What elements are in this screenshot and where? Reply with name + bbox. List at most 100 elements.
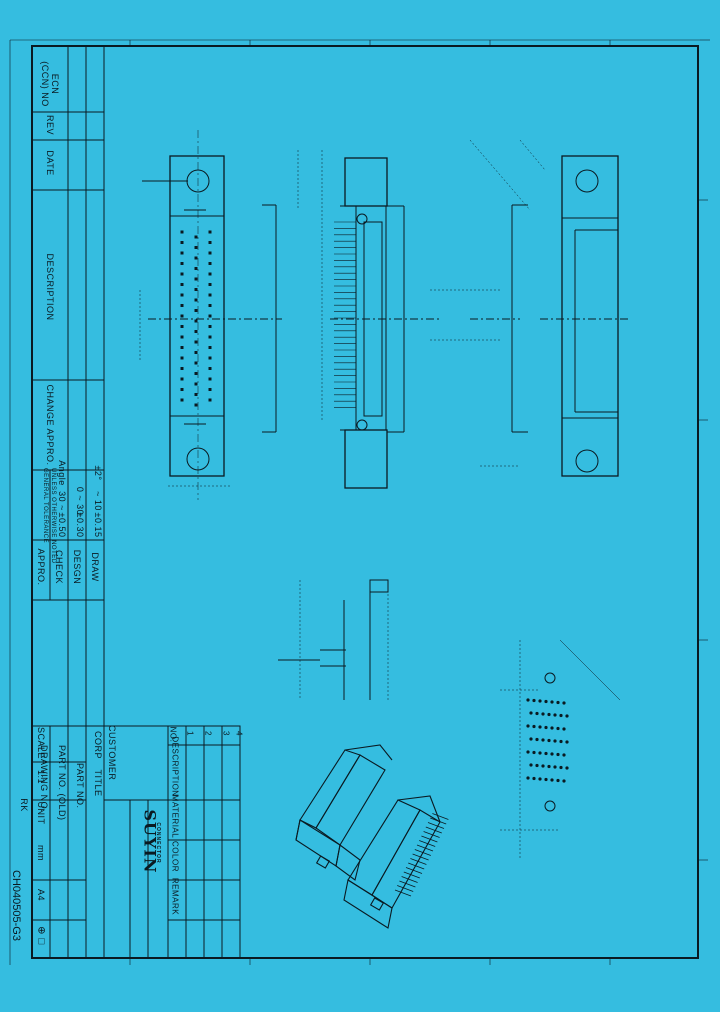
pcb-hole bbox=[559, 713, 563, 718]
pin-dot bbox=[208, 367, 212, 370]
front-view bbox=[142, 130, 282, 500]
pcb-hole bbox=[565, 714, 569, 718]
tol-row1-value: ±0.50 bbox=[57, 512, 67, 538]
bom-row-no: 2 bbox=[203, 731, 213, 736]
pcb-hole bbox=[544, 725, 548, 730]
tol-row2-value: ±0.30 bbox=[75, 512, 85, 538]
iso-terminal bbox=[405, 867, 423, 874]
pin-dot bbox=[194, 351, 198, 354]
pcb-hole bbox=[529, 737, 533, 741]
pin-dot bbox=[180, 230, 184, 234]
pcb-hole bbox=[544, 699, 548, 704]
pin-dot bbox=[208, 251, 212, 255]
detail-view bbox=[278, 579, 389, 700]
iso-terminal bbox=[408, 862, 425, 870]
pin-dot bbox=[208, 272, 212, 276]
pcb-hole bbox=[538, 699, 542, 703]
pin-dot bbox=[194, 288, 198, 291]
pcb-hole bbox=[541, 764, 545, 768]
pcb-hole bbox=[538, 751, 542, 755]
pcb-hole bbox=[538, 777, 542, 781]
pcb-hole bbox=[559, 739, 563, 744]
pin-dot bbox=[208, 398, 212, 402]
drawing-code: CH040505-G3 bbox=[10, 870, 22, 941]
pcb-hole bbox=[550, 700, 554, 704]
pin-dot bbox=[194, 393, 198, 396]
isometric-terminals bbox=[394, 813, 449, 897]
unit-label: UNIT bbox=[36, 801, 46, 825]
pcb-hole bbox=[553, 713, 557, 717]
pin-dot bbox=[194, 298, 198, 302]
pcb-hole bbox=[553, 739, 557, 743]
pin-dot bbox=[194, 277, 198, 281]
pcb-hole bbox=[553, 765, 557, 769]
bom-row-no: 1 bbox=[185, 731, 195, 736]
pin-dot bbox=[180, 304, 184, 307]
pcb-hole bbox=[532, 698, 536, 703]
iso-terminal bbox=[399, 880, 416, 888]
iso-terminal bbox=[416, 844, 434, 852]
pcb-hole bbox=[565, 740, 569, 744]
pin-dot bbox=[180, 388, 184, 391]
bottom-title-block bbox=[31, 725, 169, 959]
pcb-hole bbox=[532, 776, 536, 781]
pcb-hole bbox=[547, 738, 551, 743]
pcb-hole bbox=[532, 750, 536, 755]
drawing-no-value: RK bbox=[19, 798, 29, 812]
pcb-hole-pattern bbox=[526, 698, 569, 783]
brand-sub: CONNECTOR bbox=[155, 822, 161, 864]
pcb-hole bbox=[529, 711, 533, 715]
side-view-terminals bbox=[334, 221, 356, 408]
pin-dot bbox=[180, 325, 184, 328]
projection-symbol-icon: ⊕ □ bbox=[35, 926, 47, 945]
pin-dot bbox=[180, 356, 184, 360]
pcb-layout bbox=[500, 639, 621, 860]
bom-header-color: COLOR bbox=[170, 841, 180, 872]
pcb-hole bbox=[562, 753, 566, 757]
ecn-label: ECN (CCN) NO bbox=[40, 61, 60, 107]
bom-header-remark: REMARK bbox=[170, 877, 180, 916]
pin-dot bbox=[194, 235, 198, 239]
pcb-hole bbox=[544, 751, 548, 756]
iso-terminal bbox=[414, 849, 431, 856]
pin-dot bbox=[208, 335, 212, 339]
pin-dot bbox=[208, 356, 212, 360]
pcb-hole bbox=[526, 724, 530, 728]
pcb-hole bbox=[550, 778, 554, 782]
pin-dot bbox=[208, 241, 212, 244]
pcb-hole bbox=[535, 737, 539, 742]
iso-terminal bbox=[397, 885, 414, 892]
pcb-hole bbox=[556, 778, 560, 783]
pcb-hole bbox=[535, 763, 539, 768]
pin-dot bbox=[194, 267, 198, 270]
date-label: DATE bbox=[45, 150, 55, 176]
iso-terminal bbox=[401, 876, 418, 883]
pin-dot bbox=[180, 346, 184, 349]
pcb-hole bbox=[541, 712, 545, 716]
pcb-hole bbox=[562, 727, 566, 731]
pcb-hole bbox=[526, 698, 530, 702]
pcb-hole bbox=[532, 724, 536, 729]
rear-view bbox=[540, 155, 630, 477]
pcb-hole bbox=[544, 777, 548, 782]
pcb-hole bbox=[556, 726, 560, 731]
pcb-hole bbox=[535, 711, 539, 716]
check-label: CHECK bbox=[54, 549, 64, 584]
pcb-hole bbox=[529, 763, 533, 767]
pcb-hole bbox=[547, 764, 551, 769]
iso-terminal bbox=[421, 835, 438, 843]
pin-dot bbox=[208, 346, 212, 349]
pin-dot bbox=[180, 335, 184, 339]
pin-dot bbox=[194, 309, 198, 312]
part-no-label: PART NO. bbox=[75, 763, 85, 809]
left-title-columns bbox=[32, 46, 105, 727]
isometric-view-2 bbox=[343, 795, 441, 929]
pin-dot bbox=[208, 283, 212, 286]
pcb-hole bbox=[556, 700, 560, 705]
part-no-old-label: PART NO. (OLD) bbox=[57, 745, 67, 821]
pcb-hole bbox=[550, 726, 554, 730]
iso-terminal bbox=[427, 822, 445, 829]
pin-dot bbox=[208, 262, 212, 265]
iso-terminal bbox=[423, 831, 440, 838]
